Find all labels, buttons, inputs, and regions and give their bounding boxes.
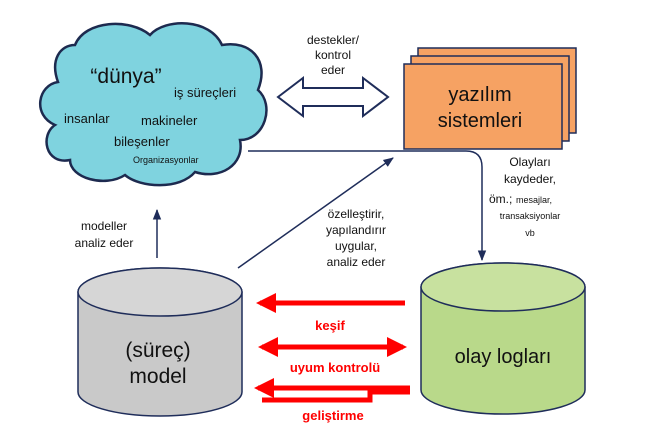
svg-text:analiz eder: analiz eder — [327, 255, 386, 269]
cloud-shape — [38, 22, 268, 187]
svg-text:transaksiyonlar: transaksiyonlar — [500, 211, 561, 221]
records-arrow — [248, 150, 487, 262]
svg-text:modeller: modeller — [81, 219, 127, 233]
svg-text:vb: vb — [525, 228, 535, 238]
cloud-item-organizasyonlar: Organizasyonlar — [133, 155, 199, 165]
event-logs-label: olay logları — [455, 346, 552, 368]
cloud-item-bilesenler: bileşenler — [114, 134, 170, 149]
software-label-line1: yazılım — [448, 84, 511, 106]
svg-text:özelleştirir,: özelleştirir, — [328, 207, 385, 221]
specializes-label: özelleştirir, yapılandırır uygular, anal… — [326, 207, 386, 269]
world-cloud: “dünya” iş süreçleri insanlar makineler … — [38, 22, 268, 187]
specializes-arrow — [237, 157, 394, 269]
svg-text:yapılandırır: yapılandırır — [326, 223, 386, 237]
cloud-item-makineler: makineler — [141, 113, 198, 128]
svg-text:kaydeder,: kaydeder, — [504, 172, 556, 186]
process-model-label-line1: (süreç) — [125, 339, 190, 362]
cloud-item-insanlar: insanlar — [64, 111, 110, 126]
svg-text:Olayları: Olayları — [509, 155, 550, 169]
conformance-label: uyum kontrolü — [290, 360, 380, 375]
records-label: Olayları kaydeder, öm.; mesajlar, transa… — [489, 155, 560, 238]
svg-text:kontrol: kontrol — [315, 48, 351, 62]
software-label-line2: sistemleri — [438, 110, 522, 132]
process-model-label-line2: model — [129, 365, 186, 388]
cloud-title: “dünya” — [90, 65, 161, 88]
svg-text:destekler/: destekler/ — [307, 33, 360, 47]
enhancement-arrow — [254, 378, 410, 403]
svg-text:eder: eder — [321, 63, 345, 77]
discovery-label: keşif — [315, 318, 345, 333]
supports-label: destekler/ kontrol eder — [307, 33, 360, 77]
svg-text:öm.;: öm.; — [489, 192, 512, 206]
event-logs-cylinder: olay logları — [420, 262, 586, 415]
software-systems: yazılım sistemleri — [403, 47, 577, 150]
process-model-cylinder: (süreç) model — [77, 267, 243, 417]
svg-text:analiz eder: analiz eder — [75, 236, 134, 250]
svg-text:mesajlar,: mesajlar, — [516, 195, 552, 205]
supports-double-arrow — [276, 75, 390, 119]
cloud-item-is-surecleri: iş süreçleri — [174, 85, 236, 100]
models-label: modeller analiz eder — [75, 219, 134, 250]
enhancement-label: geliştirme — [302, 408, 363, 423]
svg-text:uygular,: uygular, — [335, 239, 377, 253]
